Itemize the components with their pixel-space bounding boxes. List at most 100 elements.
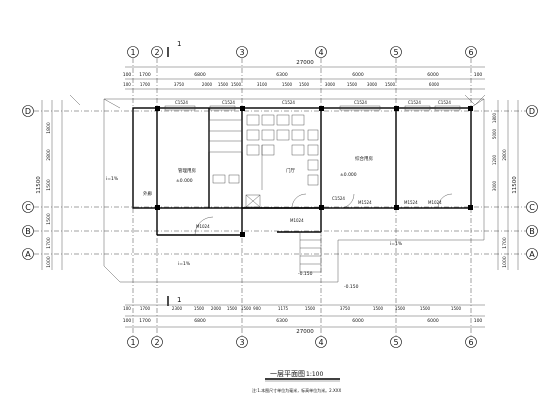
dim-label: 5000 bbox=[492, 128, 497, 139]
drawing-note: 注:1.本图尺寸单位为毫米，标高单位为米。2.XXX bbox=[252, 387, 341, 393]
room-label: 综合用房 bbox=[355, 155, 373, 162]
dim-label: 1800 bbox=[46, 122, 52, 134]
axis-bubble bbox=[390, 46, 402, 58]
elevation-mark: -0.150 bbox=[344, 284, 359, 290]
axis-bubbles-right: D C B A bbox=[526, 105, 538, 260]
dim-label: 1500 bbox=[218, 82, 229, 87]
axis-bubble bbox=[22, 248, 34, 260]
axis-label: 5 bbox=[393, 48, 398, 57]
exterior-walls bbox=[132, 107, 472, 236]
top-windows bbox=[164, 105, 461, 111]
axis-label: B bbox=[25, 227, 31, 236]
dim-label: 100 bbox=[123, 82, 131, 87]
axis-bubble bbox=[22, 105, 34, 117]
axis-bubble bbox=[22, 201, 34, 213]
toilet-stalls bbox=[208, 114, 319, 190]
window-code: C1524 bbox=[282, 100, 295, 105]
door-code: M1024 bbox=[428, 200, 442, 205]
axis-label: A bbox=[529, 250, 535, 259]
window-code: C1524 bbox=[222, 100, 235, 105]
dim-label: 3000 bbox=[492, 180, 497, 191]
axis-bubble bbox=[526, 105, 538, 117]
shaft-cross bbox=[245, 194, 261, 208]
dim-label: 1500 bbox=[305, 306, 316, 311]
dim-total: 27000 bbox=[296, 60, 314, 66]
dim-label: 1000 bbox=[502, 256, 508, 268]
dim-label: 1500 bbox=[231, 82, 242, 87]
axis-label: D bbox=[529, 107, 535, 116]
axis-label: 1 bbox=[130, 48, 135, 57]
dim-label: 1500 bbox=[347, 82, 358, 87]
door-code: M1524 bbox=[358, 200, 372, 205]
dim-label: 100 bbox=[123, 72, 132, 78]
axis-label: A bbox=[25, 250, 31, 259]
axis-label: 4 bbox=[318, 48, 323, 57]
dim-label: 3750 bbox=[340, 306, 351, 311]
dim-label: 1500 bbox=[241, 306, 252, 311]
dim-label: 1500 bbox=[395, 306, 406, 311]
axis-bubble bbox=[315, 336, 327, 348]
dim-label: 3000 bbox=[325, 82, 336, 87]
shaft-box bbox=[245, 194, 261, 208]
axis-bubble bbox=[127, 46, 139, 58]
window-code: C1524 bbox=[354, 100, 367, 105]
structural-columns bbox=[155, 106, 473, 237]
axis-label: 2 bbox=[154, 48, 159, 57]
window-code: C1524 bbox=[332, 196, 345, 201]
dim-label: 3000 bbox=[367, 82, 378, 87]
axis-bubble bbox=[315, 46, 327, 58]
dimension-chain-bottom: 100 1700 2300 1500 2000 1500 1500 900 11… bbox=[123, 304, 485, 335]
dim-label: 1500 bbox=[451, 306, 462, 311]
axis-label: 4 bbox=[318, 338, 323, 347]
axis-bubbles-left: D C B A bbox=[22, 105, 34, 260]
dim-label: 1500 bbox=[46, 213, 52, 225]
axis-label: 2 bbox=[154, 338, 159, 347]
axis-label: C bbox=[529, 203, 535, 212]
dim-label: 100 bbox=[123, 306, 131, 311]
dim-label: 6000 bbox=[427, 318, 439, 324]
dim-label: 1700 bbox=[502, 237, 508, 249]
dimension-chain-right: 11500 1800 5000 2800 1200 3000 1700 1000 bbox=[492, 100, 519, 270]
dim-label: 100 bbox=[474, 318, 483, 324]
axis-grid-lines bbox=[34, 58, 526, 336]
axis-bubble bbox=[127, 336, 139, 348]
dim-label: 1500 bbox=[194, 306, 205, 311]
axis-label: D bbox=[25, 107, 31, 116]
dim-label: 6000 bbox=[352, 72, 364, 78]
dim-label: 1700 bbox=[139, 72, 151, 78]
room-label: 管理用房 bbox=[178, 167, 196, 174]
axis-bubble bbox=[526, 225, 538, 237]
dim-label: 2000 bbox=[211, 306, 222, 311]
dim-label: 1700 bbox=[140, 306, 151, 311]
roof-arrow-icon bbox=[464, 94, 486, 106]
dim-total: 11500 bbox=[36, 176, 42, 194]
dim-label: 6800 bbox=[194, 72, 206, 78]
axis-bubble bbox=[22, 225, 34, 237]
dim-label: 1500 bbox=[227, 306, 238, 311]
dimension-chain-left: 11500 1800 2800 1500 1500 1700 1000 bbox=[36, 100, 63, 270]
dim-label: 900 bbox=[253, 306, 261, 311]
section-mark-bottom: 1 bbox=[177, 296, 181, 304]
dim-label: 1800 bbox=[492, 112, 497, 123]
section-mark-top: 1 bbox=[177, 40, 181, 48]
drawing-title: 一层平面图 bbox=[270, 370, 305, 378]
door-code: M1024 bbox=[196, 224, 210, 229]
dim-label: 6000 bbox=[427, 72, 439, 78]
dim-label: 1500 bbox=[282, 82, 293, 87]
dim-label: 2000 bbox=[202, 82, 213, 87]
dimension-chain-top: 27000 100 1700 6800 6300 6000 6000 100 1… bbox=[123, 60, 485, 90]
eave-outline bbox=[103, 98, 485, 283]
slope-label: i=1% bbox=[178, 261, 191, 267]
elevation-mark: -0.150 bbox=[298, 271, 313, 277]
dim-label: 2800 bbox=[46, 149, 52, 161]
axis-label: 6 bbox=[468, 338, 473, 347]
drawing-title-block: 一层平面图 1:100 注:1.本图尺寸单位为毫米，标高单位为米。2.XXX bbox=[252, 370, 341, 393]
dim-label: 1500 bbox=[385, 82, 396, 87]
dim-label: 6300 bbox=[276, 72, 288, 78]
door-code: M1524 bbox=[404, 200, 418, 205]
axis-label: 3 bbox=[239, 338, 244, 347]
axis-bubble bbox=[151, 336, 163, 348]
window-code: C1524 bbox=[438, 100, 451, 105]
door-code: M1024 bbox=[290, 218, 304, 223]
